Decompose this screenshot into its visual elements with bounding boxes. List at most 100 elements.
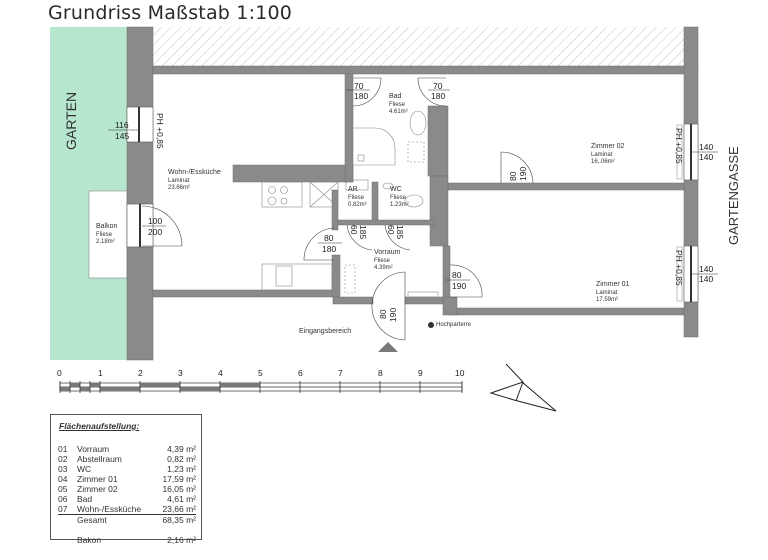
fixtures [261,110,439,298]
svg-text:Bad: Bad [389,93,402,100]
row-name: WC [77,464,92,474]
svg-text:70: 70 [354,81,364,91]
dim-door-balkon: 100 200 [142,216,166,237]
svg-text:PH +0,85: PH +0,85 [674,128,684,164]
room-vorraum: Vorraum Fliese 4.39m² [374,249,401,271]
row-value: 16,05 m² [162,484,196,494]
table-row: 03 WC 1,23 m² [58,464,196,474]
window-zimmer01 [676,245,699,303]
svg-text:17.59m²: 17.59m² [596,297,618,303]
svg-text:2: 2 [138,368,143,378]
svg-text:23.66m²: 23.66m² [168,185,190,191]
door-balkon [126,203,183,248]
scale-bar: 0 1 2 3 4 5 6 7 8 9 10 [57,368,465,393]
svg-text:4.61m²: 4.61m² [389,109,408,115]
dim-door-wohn: 80 180 [318,233,342,254]
room-wohn: Wohn-/Essküche Laminat 23.66m² [168,169,221,191]
svg-text:140: 140 [699,152,713,162]
area-table: Flächenaufstellung: 01 Vorraum 4,39 m² 0… [50,414,202,545]
svg-text:190: 190 [452,281,466,291]
svg-text:0: 0 [57,368,62,378]
svg-text:200: 200 [148,227,162,237]
svg-text:60: 60 [386,225,396,235]
gartengasse-label: GARTENGASSE [726,146,741,245]
row-number: 03 [58,464,68,474]
row-number: 05 [58,484,68,494]
row-value: 4,39 m² [167,444,196,454]
svg-text:Fliese: Fliese [348,195,365,201]
dim-window-zimmer01: 140 140 PH +0,85 [674,250,718,286]
area-table-heading: Flächenaufstellung: [59,421,140,431]
svg-text:Fliese: Fliese [96,232,113,238]
svg-text:6: 6 [298,368,303,378]
svg-text:140: 140 [699,264,713,274]
hatched-neighbour [153,27,684,66]
room-zimmer01: Zimmer 01 Laminat 17.59m² [596,281,630,303]
svg-text:8: 8 [378,368,383,378]
window-garten [126,106,154,143]
svg-text:Laminat: Laminat [596,290,618,296]
row-name: Zimmer 02 [77,484,118,494]
svg-text:80: 80 [324,233,334,243]
balcony-area [88,190,128,279]
svg-text:190: 190 [388,308,398,322]
svg-text:80: 80 [378,309,388,319]
svg-text:180: 180 [354,91,368,101]
svg-text:4.39m²: 4.39m² [374,265,393,271]
garten-label: GARTEN [63,92,79,150]
svg-text:80: 80 [508,171,518,181]
room-bad: Bad Fliese 4.61m² [389,93,408,115]
row-name: Wohn-/Essküche [77,504,142,514]
svg-text:190: 190 [518,167,528,181]
svg-text:3: 3 [178,368,183,378]
svg-text:Laminat: Laminat [591,152,613,158]
room-ar: AR Fliese 0.82m² [348,186,367,208]
svg-text:Fliese: Fliese [374,258,391,264]
row-number: 04 [58,474,68,484]
svg-text:Balkon: Balkon [96,223,118,230]
table-row: 06 Bad 4,61 m² [58,494,196,504]
entrance-marker [378,342,398,352]
dim-door-bad-right: 70 180 [428,81,450,101]
doors [303,77,534,341]
balcony-row: Bakon 2,16 m² [58,535,196,545]
row-number: 02 [58,454,68,464]
row-number: 07 [58,504,68,514]
plan-title: Grundriss Maßstab 1:100 [48,2,293,24]
svg-text:5: 5 [258,368,263,378]
row-value: 17,59 m² [162,474,196,484]
svg-text:145: 145 [115,131,129,141]
dim-door-ar: 60 185 [349,225,368,239]
table-row: 07 Wohn-/Essküche 23,66 m² [58,504,196,515]
svg-text:2.18m²: 2.18m² [96,239,115,245]
svg-text:80: 80 [452,270,462,280]
eingangsbereich-label: Eingangsbereich [299,328,351,335]
svg-text:Zimmer 01: Zimmer 01 [596,281,630,288]
dim-window-garten: 116 145 PH +0,85 [108,113,165,149]
svg-text:185: 185 [395,225,405,239]
svg-text:AR: AR [348,186,358,193]
total-value: 68,35 m² [162,515,196,525]
north-arrow-icon [489,363,557,412]
hochparterre-marker: Hochparterre [428,322,472,328]
svg-text:100: 100 [148,216,162,226]
svg-text:7: 7 [338,368,343,378]
svg-text:Zimmer 02: Zimmer 02 [591,143,625,150]
table-row: 04 Zimmer 01 17,59 m² [58,474,196,484]
row-name: Abstellraum [77,454,122,464]
row-value: 0,82 m² [167,454,196,464]
svg-text:PH +0,85: PH +0,85 [155,113,165,149]
svg-text:60: 60 [349,225,359,235]
dim-door-wc: 60 185 [386,225,405,239]
total-row: Gesamt 68,35 m² [58,515,196,525]
row-name: Bad [77,494,93,504]
svg-text:10: 10 [455,368,465,378]
svg-text:PH +0,85: PH +0,85 [674,250,684,286]
svg-text:Fliese: Fliese [389,102,406,108]
svg-text:Vorraum: Vorraum [374,249,401,256]
balcony-label: Bakon [77,535,102,545]
svg-text:1: 1 [98,368,103,378]
walls [126,26,699,361]
svg-text:116: 116 [115,120,129,130]
